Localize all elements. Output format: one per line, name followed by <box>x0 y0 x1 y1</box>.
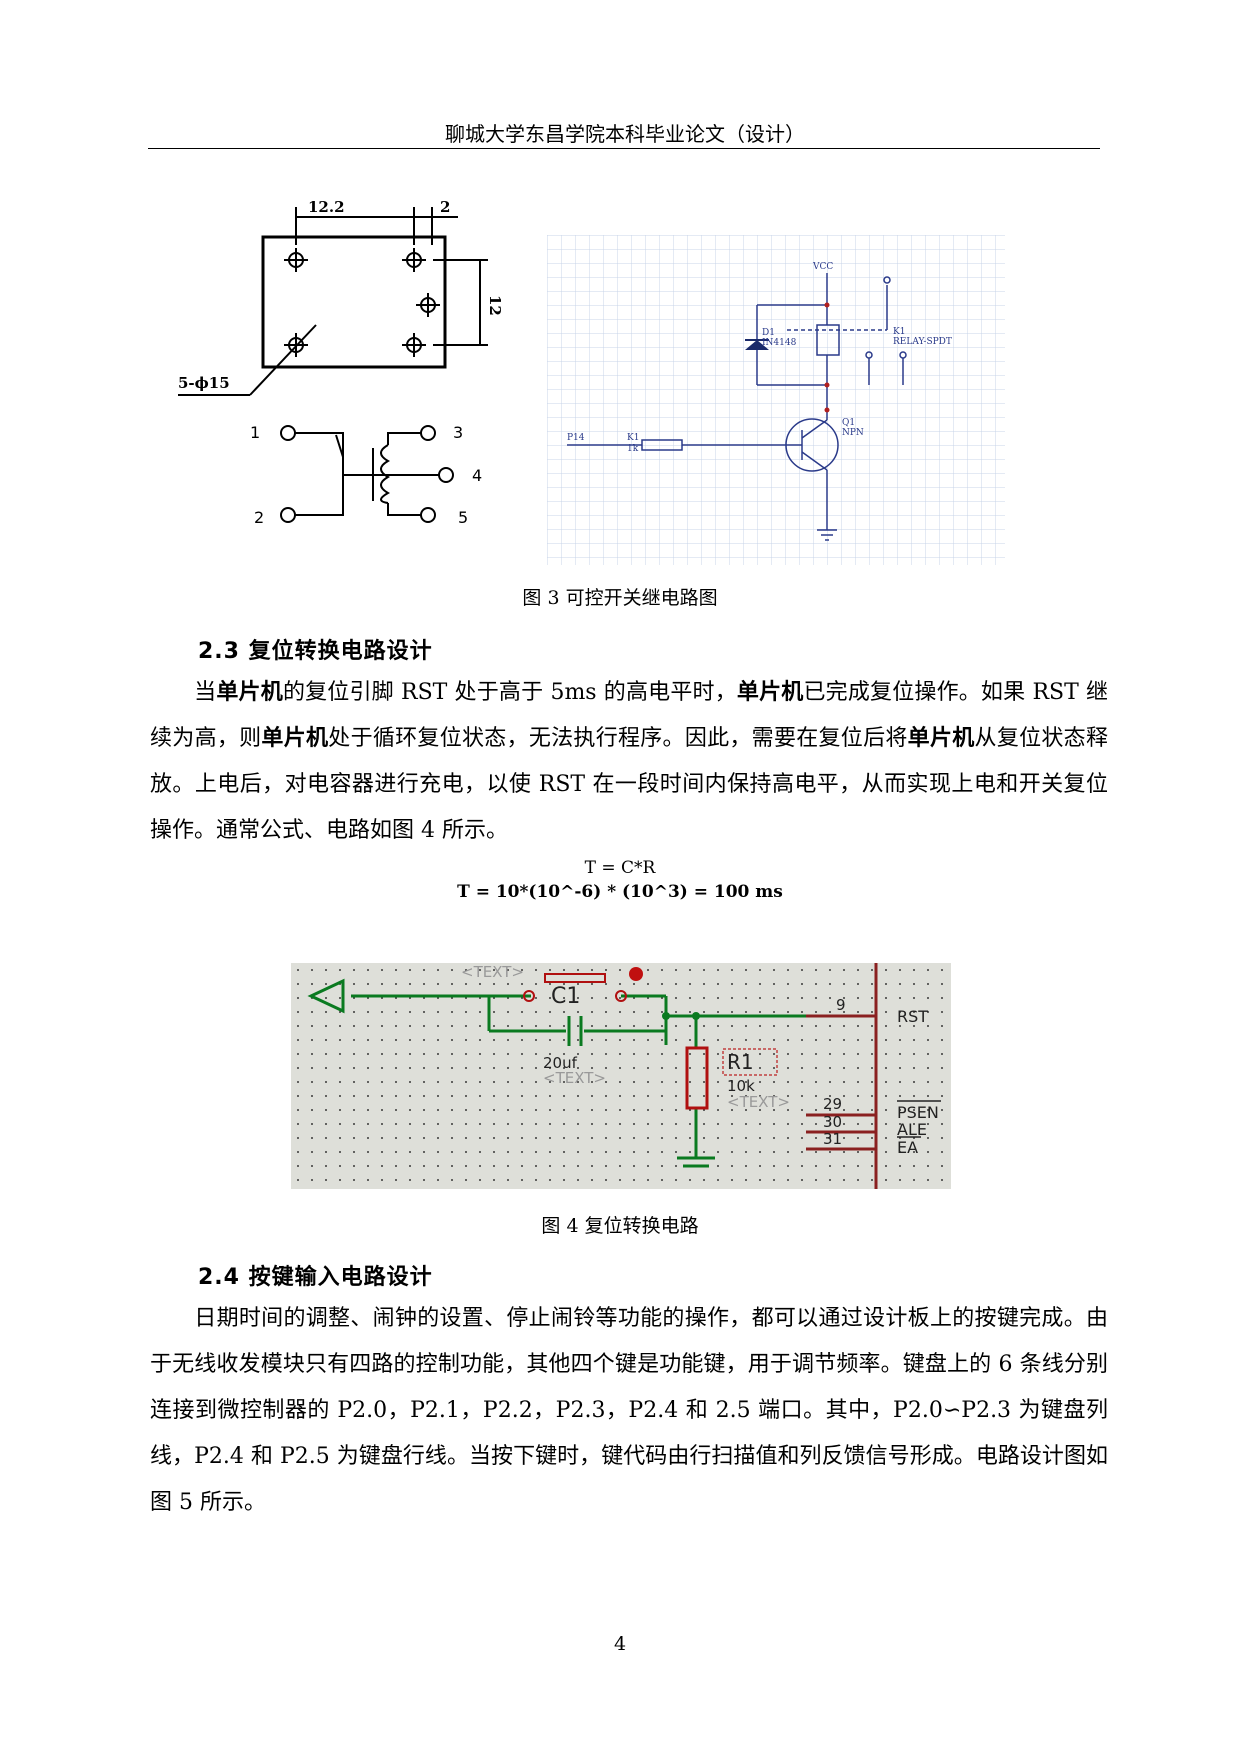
pin-label-5: 5 <box>458 508 468 527</box>
figure-3-caption: 图 3 可控开关继电路图 <box>522 587 718 609</box>
vcc-label: VCC <box>812 262 833 272</box>
pin-name-psen: PSEN <box>897 1103 939 1122</box>
diode-part-label: IN4148 <box>762 338 797 348</box>
relay-driver-schematic: VCC D1 IN4148 K1 RELAY-SPDT P14 K1 1k Q1… <box>547 235 1005 565</box>
text-placeholder: <TEXT> <box>461 963 524 981</box>
hole-spec-label: 5-ϕ15 <box>178 374 230 392</box>
formula-line-2: T = 10*(10^-6) * (10^3) = 100 ms <box>457 882 783 902</box>
dim-height-label: 12 <box>486 295 504 316</box>
section-2-3-title: 2.3 复位转换电路设计 <box>198 639 433 664</box>
pin-label-4: 4 <box>472 466 482 485</box>
diode-ref-label: D1 <box>762 328 775 338</box>
pin-label-1: 1 <box>250 423 260 442</box>
pin-number-30: 30 <box>823 1113 842 1131</box>
header-rule <box>148 148 1100 149</box>
para-text: 处于循环复位状态，无法执行程序。因此，需要在复位后将 <box>328 726 908 751</box>
reset-circuit-schematic: <TEXT> C1 20uf <TEXT> R1 10k <TEXT> 9 29… <box>291 963 951 1189</box>
r1-value-label: 10k <box>727 1077 755 1095</box>
section-2-3-paragraph: 当单片机的复位引脚 RST 处于高于 5ms 的高电平时，单片机已完成复位操作。… <box>150 670 1108 854</box>
para-text: 已完成复位操作。如果 RST 继续为高，则 <box>150 680 1108 751</box>
pin-number-29: 29 <box>823 1095 842 1113</box>
keyword-mcu: 单片机 <box>261 726 329 751</box>
resistor-ref-label: K1 <box>627 433 639 443</box>
transistor-ref-label: Q1 <box>842 418 855 428</box>
section-2-4-title: 2.4 按键输入电路设计 <box>198 1265 433 1290</box>
pin-number-31: 31 <box>823 1130 842 1148</box>
figure-4-caption: 图 4 复位转换电路 <box>541 1215 699 1237</box>
formula-line-1: T = C*R <box>584 858 656 878</box>
running-header: 聊城大学东昌学院本科毕业论文（设计） <box>445 122 805 146</box>
keyword-mcu: 单片机 <box>216 680 283 705</box>
pin-name-ale: ALE <box>897 1120 927 1139</box>
c1-ref-label: C1 <box>551 984 580 1009</box>
para-text: 日期时间的调整、闹钟的设置、停止闹铃等功能的操作，都可以通过设计板上的按键完成。… <box>150 1306 1108 1515</box>
keyword-mcu: 单片机 <box>736 680 804 705</box>
para-text: 当 <box>194 680 217 705</box>
port-label: P14 <box>567 433 585 443</box>
text-placeholder: <TEXT> <box>727 1093 790 1111</box>
pin-label-2: 2 <box>254 508 264 527</box>
resistor-value-label: 1k <box>627 444 639 454</box>
relay-ref-label: K1 <box>893 327 905 337</box>
pin-label-3: 3 <box>453 423 463 442</box>
pin-name-rst: RST <box>897 1007 928 1026</box>
r1-ref-label: R1 <box>727 1050 754 1074</box>
c1-value-label: 20uf <box>543 1054 578 1072</box>
pin-number-9: 9 <box>836 996 846 1014</box>
pin-name-ea: EA <box>897 1138 918 1157</box>
page-number: 4 <box>613 1633 627 1655</box>
para-text: 的复位引脚 RST 处于高于 5ms 的高电平时， <box>282 680 737 705</box>
dim-gap-label: 2 <box>440 198 450 216</box>
text-placeholder: <TEXT> <box>543 1069 606 1087</box>
para-text: 从复位状态释放。上电后，对电容器进行充电，以使 RST 在一段时间内保持高电平，… <box>150 726 1108 843</box>
relay-part-label: RELAY-SPDT <box>893 337 952 347</box>
dim-width-label: 12.2 <box>308 198 345 216</box>
section-2-4-paragraph: 日期时间的调整、闹钟的设置、停止闹铃等功能的操作，都可以通过设计板上的按键完成。… <box>150 1296 1108 1526</box>
transistor-type-label: NPN <box>842 428 864 438</box>
keyword-mcu: 单片机 <box>907 726 975 751</box>
relay-footprint-drawing: 12.2 2 12 5-ϕ15 1 2 3 4 5 <box>178 198 504 527</box>
